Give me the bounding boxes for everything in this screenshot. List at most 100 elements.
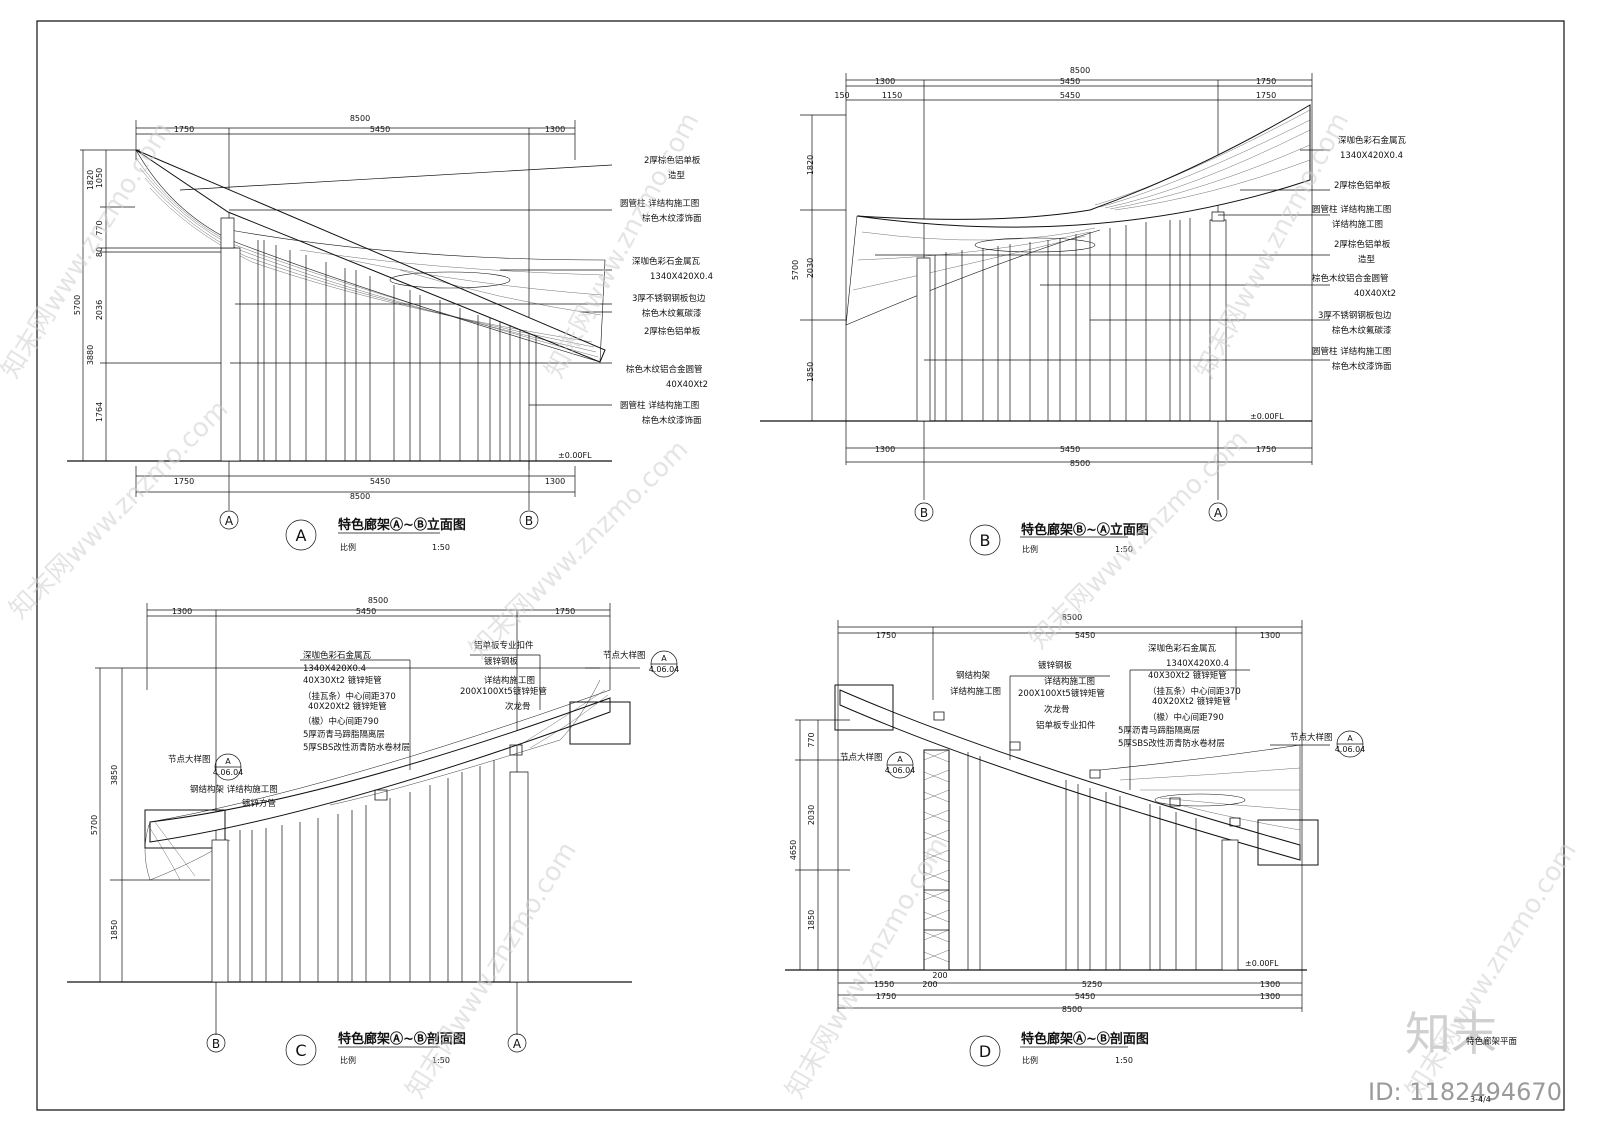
material-note: 深咖色彩石金属瓦	[303, 650, 372, 661]
material-note: 铝单板专业扣件	[474, 640, 534, 651]
vdim: 80	[95, 247, 104, 257]
material-note: 5厚沥青马蹄脂隔离层	[1118, 725, 1200, 736]
detail-label: 节点大样图	[603, 650, 646, 661]
material-note: 圆管柱 详结构施工图	[620, 198, 699, 209]
material-note: 5厚SBS改性沥青防水卷材层	[1118, 738, 1225, 749]
detail-no: 4.06.04	[213, 768, 244, 777]
dim-seg: 1750	[555, 607, 575, 616]
view-c-labels: 8500 1300 5450 1750 3850 5700 1850 深咖色彩石…	[90, 596, 679, 1065]
material-note: 造型	[1358, 254, 1376, 265]
dim-seg: 1750	[876, 631, 896, 640]
detail-label: 节点大样图	[1290, 732, 1333, 743]
elevation-b	[760, 73, 1330, 555]
watermark: 知末网www.znzmo.com	[4, 394, 235, 625]
vdim: 770	[807, 732, 816, 747]
material-note: （椽）中心间距790	[1148, 712, 1224, 723]
material-note: 详结构施工图	[1332, 219, 1383, 230]
axis-label: B	[920, 506, 928, 520]
dim-seg: 1300	[1260, 980, 1280, 989]
level-mark: ±0.00FL	[1250, 412, 1284, 421]
detail-ref: A	[897, 755, 903, 764]
material-note: 棕色木纹漆饰面	[642, 213, 702, 224]
detail-ref: A	[225, 757, 231, 766]
axis-label: A	[1214, 506, 1223, 520]
dim-total: 8500	[1062, 1005, 1082, 1014]
sheet-border	[37, 21, 1564, 1110]
material-note: 棕色木纹氟碳漆	[642, 308, 702, 319]
vdim: 3850	[110, 765, 119, 785]
dim-total: 8500	[350, 114, 370, 123]
vdim: 1850	[806, 362, 815, 382]
material-note: 镀锌钢板	[1038, 660, 1073, 671]
material-note: 深咖色彩石金属瓦	[1338, 135, 1407, 146]
material-note: 棕色木纹氟碳漆	[1332, 325, 1392, 336]
material-note: 40X20Xt2 镀锌矩管	[1152, 696, 1231, 707]
view-d-labels: 8500 1750 5450 1300 200 1550 200 5250 13…	[789, 613, 1365, 1065]
vdim: 3880	[86, 345, 95, 365]
material-note: 详结构施工图	[950, 686, 1001, 697]
view-title: 特色廊架Ⓑ~Ⓐ立面图	[1021, 522, 1149, 538]
scale-label: 比例	[1022, 1055, 1038, 1065]
vdim: 1764	[95, 402, 104, 422]
vdim: 5700	[791, 260, 800, 280]
detail-label: 节点大样图	[840, 752, 883, 763]
view-bubble: A	[296, 526, 307, 545]
material-note: 40X40Xt2	[1354, 289, 1396, 299]
material-note: 2厚棕色铝单板	[644, 326, 701, 337]
material-note: 深咖色彩石金属瓦	[632, 256, 701, 267]
vdim: 2030	[806, 258, 815, 278]
brand-logo: 知末	[1405, 1007, 1497, 1061]
section-d	[785, 620, 1363, 1066]
material-note: 棕色木纹铝合金圆管	[1312, 273, 1389, 284]
vdim: 1820	[806, 155, 815, 175]
detail-no: 4.06.04	[649, 665, 680, 674]
dim-seg: 5450	[1075, 992, 1095, 1001]
material-note: （椽）中心间距790	[303, 716, 379, 727]
material-note: 3厚不锈钢钢板包边	[632, 293, 706, 304]
detail-ref: A	[1347, 734, 1353, 743]
dim-seg: 5450	[1060, 91, 1080, 100]
material-note: 1340X420X0.4	[303, 664, 366, 674]
dim-seg: 150	[834, 91, 849, 100]
level-mark: ±0.00FL	[1245, 959, 1279, 968]
dim-seg: 1750	[1256, 77, 1276, 86]
material-note: 次龙骨	[1044, 704, 1070, 715]
level-mark: ±0.00FL	[558, 451, 592, 460]
dim-seg: 1300	[1260, 992, 1280, 1001]
axis-label: A	[225, 514, 234, 528]
watermark: 知末网www.znzmo.com	[540, 108, 705, 383]
view-title: 特色廊架Ⓐ~Ⓑ立面图	[338, 517, 466, 533]
section-c	[67, 603, 677, 1065]
dim-seg: 1750	[1256, 91, 1276, 100]
material-note: 钢结构架	[956, 670, 991, 681]
material-note: 2厚棕色铝单板	[644, 155, 701, 166]
dim-seg: 1750	[876, 992, 896, 1001]
material-note: 2厚棕色铝单板	[1334, 239, 1391, 250]
dim-seg: 1300	[545, 477, 565, 486]
material-note: 次龙骨	[505, 701, 531, 712]
vdim: 1850	[110, 920, 119, 940]
material-note: 1340X420X0.4	[650, 272, 713, 282]
dim-seg: 1300	[545, 125, 565, 134]
dim-seg: 5450	[356, 607, 376, 616]
scale-label: 比例	[1022, 544, 1038, 554]
vdim: 1050	[95, 168, 104, 188]
dim-seg: 5450	[370, 477, 390, 486]
material-note: （挂瓦条）中心间距370	[1148, 686, 1241, 697]
material-note: 40X30Xt2 镀锌矩管	[303, 675, 382, 686]
detail-ref: A	[661, 654, 667, 663]
dim-total: 8500	[1070, 66, 1090, 75]
dim-seg: 5450	[1060, 77, 1080, 86]
material-note: 1340X420X0.4	[1166, 659, 1229, 669]
dim-seg: 5250	[1082, 980, 1102, 989]
dim-seg: 5450	[370, 125, 390, 134]
material-note: 镀锌方管	[242, 798, 276, 809]
material-note: 镀锌钢板	[484, 656, 519, 667]
material-note: 详结构施工图	[1044, 676, 1095, 687]
view-b-labels: 8500 1300 5450 1750 150 1150 5450 1750 1…	[791, 66, 1407, 554]
dim-seg: 1750	[1256, 445, 1276, 454]
material-note: 40X30Xt2 镀锌矩管	[1148, 670, 1227, 681]
dim-seg: 1300	[172, 607, 192, 616]
vdim: 770	[95, 220, 104, 235]
vdim: 2036	[95, 300, 104, 320]
